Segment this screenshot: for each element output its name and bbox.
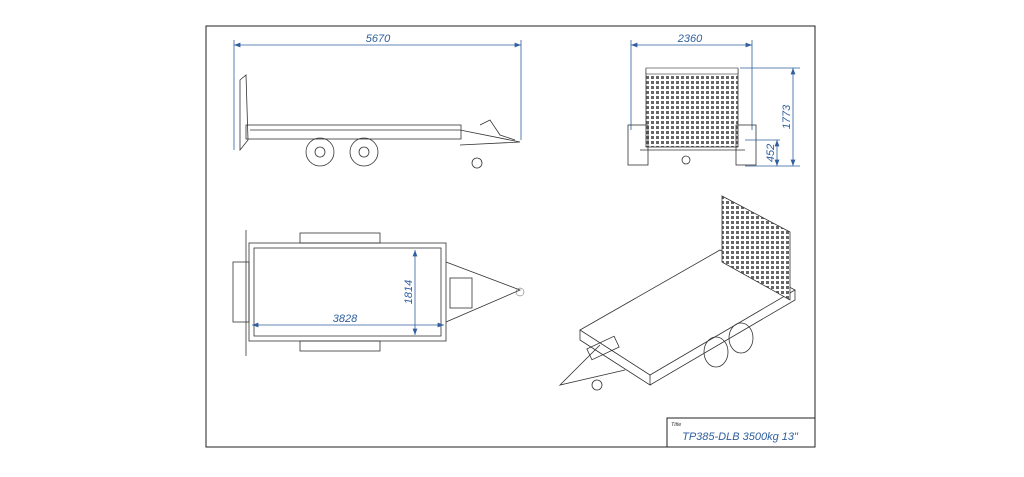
- dim-top-bed-length: 3828: [333, 313, 358, 325]
- dim-side-length: 5670: [366, 33, 391, 45]
- dim-rear-height: 1773: [781, 104, 793, 129]
- dim-top-bed-width: 1814: [403, 280, 415, 304]
- rear-view: 2360 1773 452: [627, 33, 800, 167]
- drawing-frame: [205, 25, 816, 448]
- title-label: Title: [671, 422, 681, 428]
- side-view: 5670: [233, 33, 522, 169]
- top-view: 3828 1814: [232, 230, 525, 356]
- dim-rear-deck-height: 452: [765, 144, 777, 162]
- title-block: Title TP385-DLB 3500kg 13": [666, 417, 816, 448]
- dim-rear-width: 2360: [677, 33, 703, 45]
- drawing-title: TP385-DLB 3500kg 13": [682, 431, 799, 443]
- isometric-view: [558, 195, 796, 391]
